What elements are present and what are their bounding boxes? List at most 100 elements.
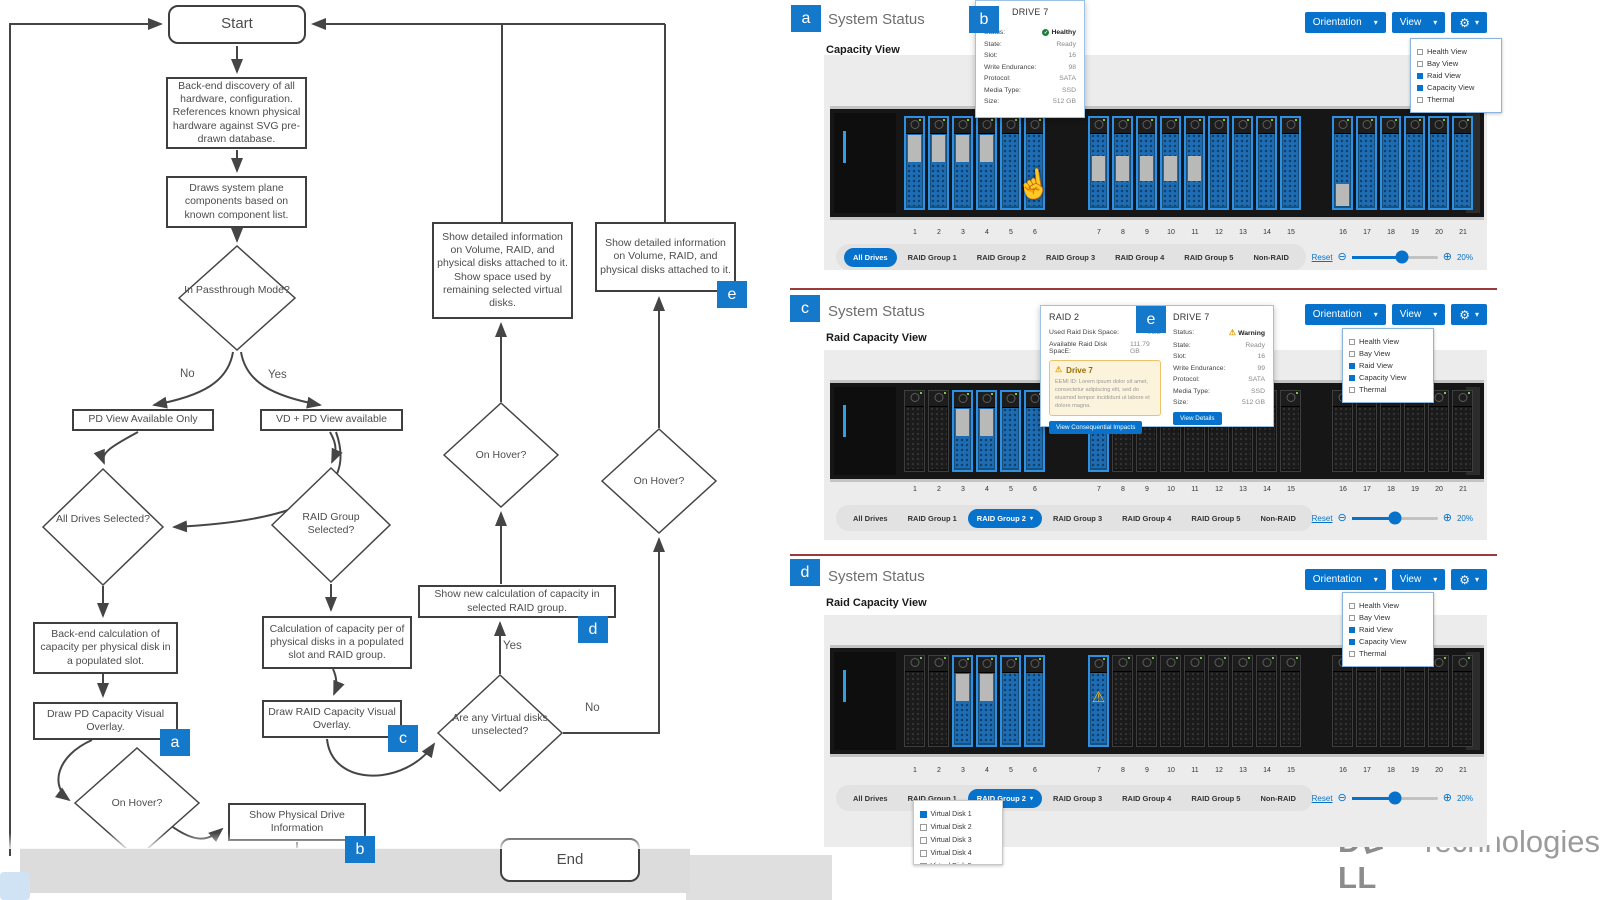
view-menu-item[interactable]: Bay View bbox=[1349, 612, 1427, 623]
drive-slot-6[interactable] bbox=[1024, 390, 1045, 472]
zoom-slider-knob[interactable] bbox=[1388, 791, 1402, 805]
filter-pill-all-drives[interactable]: All Drives bbox=[844, 509, 897, 528]
view-menu-item[interactable]: Thermal bbox=[1417, 94, 1495, 105]
drive-slot-10[interactable] bbox=[1160, 655, 1181, 747]
filter-pill-raid-group-4[interactable]: RAID Group 4 bbox=[1106, 248, 1173, 267]
zoom-slider-knob[interactable] bbox=[1395, 250, 1409, 264]
filter-pill-raid-group-5[interactable]: RAID Group 5 bbox=[1175, 248, 1242, 267]
zoom-out-icon[interactable]: ⊖ bbox=[1337, 791, 1347, 804]
orientation-button[interactable]: Orientation▾ bbox=[1304, 12, 1386, 33]
zoom-slider[interactable] bbox=[1351, 250, 1438, 264]
view-menu-item[interactable]: Health View bbox=[1417, 46, 1495, 57]
view-menu-item[interactable]: Health View bbox=[1349, 600, 1427, 611]
checkbox-icon[interactable] bbox=[1417, 60, 1423, 67]
view-menu-item[interactable]: Raid View bbox=[1349, 360, 1427, 371]
drive-slot-16[interactable] bbox=[1332, 655, 1353, 747]
settings-button[interactable]: ⚙▾ bbox=[1451, 569, 1487, 590]
view-menu-item[interactable]: Capacity View bbox=[1349, 636, 1427, 647]
drive-slot-8[interactable] bbox=[1112, 655, 1133, 747]
settings-button[interactable]: ⚙▾ bbox=[1451, 12, 1487, 33]
checkbox-icon[interactable] bbox=[1349, 626, 1355, 633]
drive-slot-14[interactable] bbox=[1256, 116, 1277, 210]
filter-pill-raid-group-3[interactable]: RAID Group 3 bbox=[1044, 509, 1111, 528]
drive-slot-11[interactable] bbox=[1184, 116, 1205, 210]
checkbox-icon[interactable] bbox=[1417, 84, 1423, 91]
drive-slot-21[interactable] bbox=[1452, 655, 1473, 747]
drive-slot-14[interactable] bbox=[1256, 655, 1277, 747]
drive-slot-15[interactable] bbox=[1280, 390, 1301, 472]
checkbox-icon[interactable] bbox=[1349, 602, 1355, 609]
checkbox-icon[interactable] bbox=[1349, 362, 1355, 369]
drive-slot-18[interactable] bbox=[1380, 390, 1401, 472]
checkbox-icon[interactable] bbox=[920, 824, 927, 831]
zoom-out-icon[interactable]: ⊖ bbox=[1337, 250, 1347, 263]
view-menu-item[interactable]: Thermal bbox=[1349, 648, 1427, 659]
orientation-button[interactable]: Orientation▾ bbox=[1304, 569, 1386, 590]
view-menu-item[interactable]: Bay View bbox=[1349, 348, 1427, 359]
checkbox-icon[interactable] bbox=[1349, 614, 1355, 621]
filter-pill-non-raid[interactable]: Non-RAID bbox=[1251, 509, 1304, 528]
checkbox-icon[interactable] bbox=[1349, 650, 1355, 657]
filter-pill-raid-group-1[interactable]: RAID Group 1 bbox=[899, 509, 966, 528]
filter-pill-raid-group-2[interactable]: RAID Group 2 bbox=[968, 248, 1035, 267]
drive-slot-19[interactable] bbox=[1404, 655, 1425, 747]
reset-link[interactable]: Reset bbox=[1311, 513, 1333, 523]
drive-slot-4[interactable] bbox=[976, 655, 997, 747]
zoom-in-icon[interactable]: ⊕ bbox=[1442, 250, 1452, 263]
checkbox-icon[interactable] bbox=[1417, 72, 1423, 79]
virtual-disk-menu-item[interactable]: Virtual Disk 2 bbox=[920, 822, 996, 833]
drive-slot-1[interactable] bbox=[904, 390, 925, 472]
drive-slot-5[interactable] bbox=[1000, 655, 1021, 747]
view-button[interactable]: View▾ bbox=[1391, 12, 1446, 33]
reset-link[interactable]: Reset bbox=[1311, 793, 1333, 803]
orientation-button[interactable]: Orientation▾ bbox=[1304, 304, 1386, 325]
drive-slot-12[interactable] bbox=[1208, 116, 1229, 210]
drive-slot-21[interactable] bbox=[1452, 116, 1473, 210]
checkbox-icon[interactable] bbox=[1349, 638, 1355, 645]
view-menu-item[interactable]: Capacity View bbox=[1349, 372, 1427, 383]
checkbox-icon[interactable] bbox=[920, 811, 927, 818]
virtual-disk-menu-item[interactable]: Virtual Disk 1 bbox=[920, 809, 996, 820]
checkbox-icon[interactable] bbox=[1349, 338, 1355, 345]
filter-pill-all-drives[interactable]: All Drives bbox=[844, 247, 897, 267]
drive-slot-2[interactable] bbox=[928, 390, 949, 472]
drive-slot-4[interactable] bbox=[976, 390, 997, 472]
filter-pill-raid-group-1[interactable]: RAID Group 1 bbox=[899, 789, 966, 808]
drive-slot-17[interactable] bbox=[1356, 116, 1377, 210]
checkbox-icon[interactable] bbox=[920, 863, 927, 864]
virtual-disk-menu-item[interactable]: Virtual Disk 3 bbox=[920, 835, 996, 846]
drive-slot-21[interactable] bbox=[1452, 390, 1473, 472]
view-menu-item[interactable]: Bay View bbox=[1417, 58, 1495, 69]
filter-pill-raid-group-4[interactable]: RAID Group 4 bbox=[1113, 509, 1180, 528]
drive-slot-3[interactable] bbox=[952, 655, 973, 747]
virtual-disk-menu-item[interactable]: Virtual Disk 5 bbox=[920, 861, 996, 864]
drive-slot-13[interactable] bbox=[1232, 116, 1253, 210]
reset-link[interactable]: Reset bbox=[1311, 252, 1333, 262]
drive-slot-9[interactable] bbox=[1136, 116, 1157, 210]
filter-pill-raid-group-4[interactable]: RAID Group 4 bbox=[1113, 789, 1180, 808]
drive-slot-13[interactable] bbox=[1232, 655, 1253, 747]
drive-slot-19[interactable] bbox=[1404, 116, 1425, 210]
filter-pill-non-raid[interactable]: Non-RAID bbox=[1251, 789, 1304, 808]
filter-pill-non-raid[interactable]: Non-RAID bbox=[1244, 248, 1297, 267]
drive-slot-2[interactable] bbox=[928, 655, 949, 747]
drive-slot-7[interactable] bbox=[1088, 116, 1109, 210]
drive-slot-16[interactable] bbox=[1332, 390, 1353, 472]
checkbox-icon[interactable] bbox=[1417, 48, 1423, 55]
drive-slot-20[interactable] bbox=[1428, 655, 1449, 747]
view-menu-item[interactable]: Health View bbox=[1349, 336, 1427, 347]
filter-pill-raid-group-5[interactable]: RAID Group 5 bbox=[1182, 789, 1249, 808]
checkbox-icon[interactable] bbox=[1349, 386, 1355, 393]
drive-slot-15[interactable] bbox=[1280, 116, 1301, 210]
checkbox-icon[interactable] bbox=[1417, 96, 1423, 103]
drive-slot-18[interactable] bbox=[1380, 116, 1401, 210]
view-menu-item[interactable]: Thermal bbox=[1349, 384, 1427, 395]
filter-pill-raid-group-2[interactable]: RAID Group 2▾ bbox=[967, 508, 1042, 528]
drive-slot-2[interactable] bbox=[928, 116, 949, 210]
zoom-slider[interactable] bbox=[1351, 791, 1438, 805]
filter-pill-raid-group-5[interactable]: RAID Group 5 bbox=[1182, 509, 1249, 528]
drive-slot-10[interactable] bbox=[1160, 116, 1181, 210]
drive-slot-20[interactable] bbox=[1428, 390, 1449, 472]
drive-slot-1[interactable] bbox=[904, 116, 925, 210]
view-button[interactable]: View▾ bbox=[1391, 569, 1446, 590]
